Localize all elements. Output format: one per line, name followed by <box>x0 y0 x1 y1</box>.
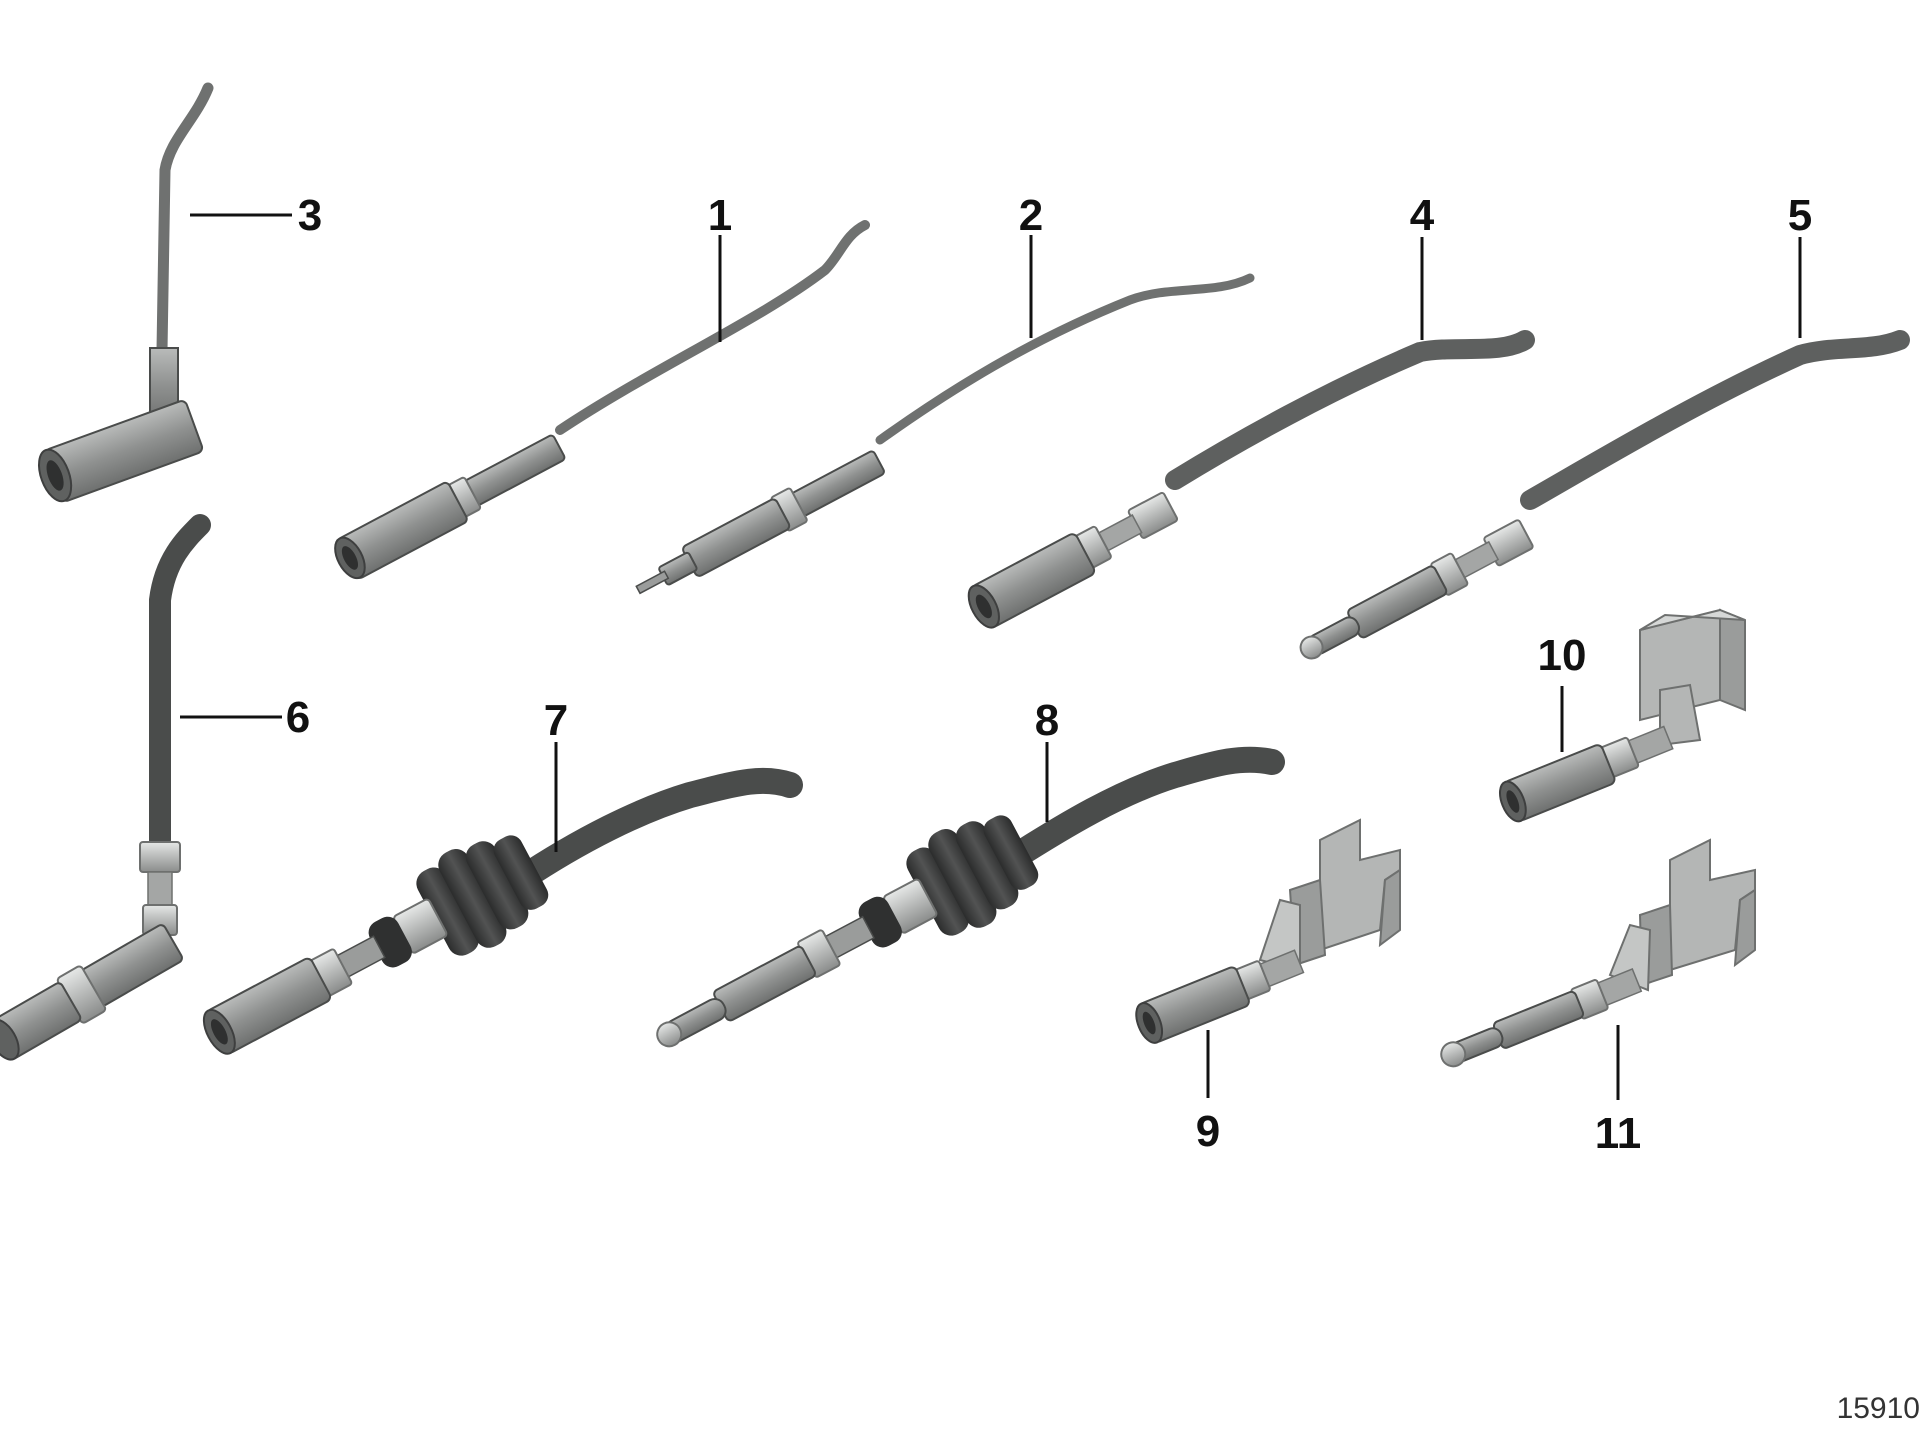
callout-5: 5 <box>1788 191 1812 240</box>
part-10 <box>1498 608 1746 823</box>
part-2 <box>635 273 1255 595</box>
callout-9: 9 <box>1196 1107 1220 1156</box>
leader-lines <box>180 213 1802 1100</box>
callout-10: 10 <box>1538 631 1587 680</box>
callout-7: 7 <box>544 696 568 745</box>
callout-2: 2 <box>1019 191 1043 240</box>
part-5 <box>1299 330 1910 660</box>
callout-3: 3 <box>298 191 322 240</box>
diagram-id: 15910 <box>1837 1392 1920 1425</box>
part-3 <box>38 82 214 503</box>
callout-8: 8 <box>1035 696 1059 745</box>
callout-11: 11 <box>1595 1109 1642 1158</box>
part-4 <box>967 330 1535 629</box>
part-11 <box>1440 838 1756 1068</box>
callout-6: 6 <box>286 693 310 742</box>
part-8 <box>656 746 1285 1048</box>
part-1 <box>334 220 870 580</box>
part-9 <box>1135 818 1401 1044</box>
part-7 <box>202 767 803 1055</box>
callout-4: 4 <box>1410 191 1435 240</box>
part-6 <box>0 514 211 1061</box>
callouts: 1 2 3 4 5 6 7 8 9 10 11 <box>286 191 1812 1158</box>
callout-1: 1 <box>708 191 732 240</box>
